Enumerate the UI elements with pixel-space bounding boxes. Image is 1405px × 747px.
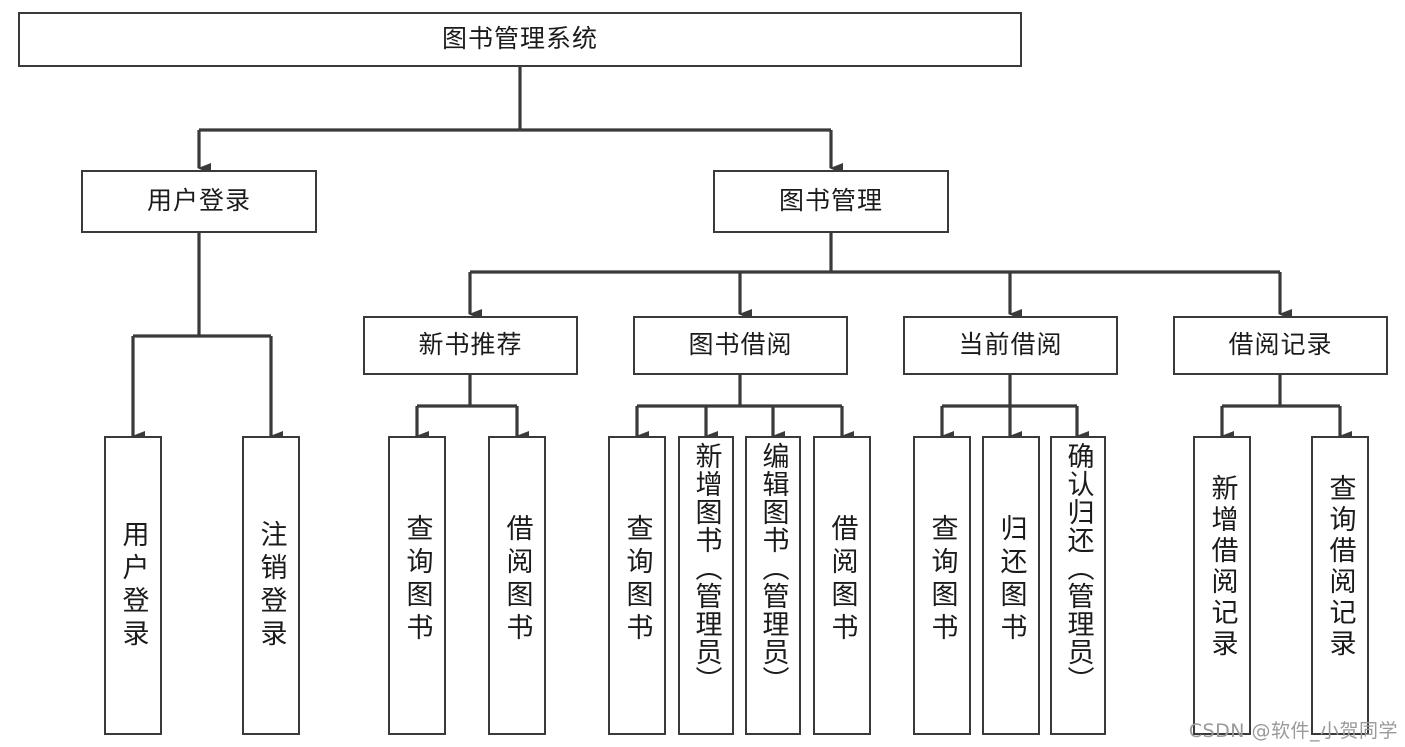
node-leaf-borrow-book-2-label: 借阅图书 [826, 514, 858, 646]
node-leaf-return-book-label: 归还图书 [995, 514, 1027, 646]
node-leaf-borrow-book-1[interactable]: 借阅图书 [488, 436, 546, 735]
node-book-borrow-label: 图书借阅 [688, 330, 793, 360]
node-new-book-rec-label: 新书推荐 [418, 330, 523, 360]
node-leaf-borrow-book-2[interactable]: 借阅图书 [813, 436, 871, 735]
node-borrow-record-label: 借阅记录 [1228, 330, 1333, 360]
node-book-borrow[interactable]: 图书借阅 [633, 316, 848, 375]
node-leaf-confirm-return-label: 确认归还（管理员） [1062, 442, 1094, 694]
node-leaf-user-login-label: 用户登录 [117, 519, 149, 652]
node-book-manage-label: 图书管理 [778, 186, 883, 216]
node-leaf-edit-book-label: 编辑图书（管理员） [757, 442, 789, 694]
node-leaf-add-record-label: 新增借阅记录 [1206, 474, 1238, 660]
node-leaf-edit-book[interactable]: 编辑图书（管理员） [745, 436, 801, 735]
node-leaf-confirm-return[interactable]: 确认归还（管理员） [1050, 436, 1106, 735]
node-user-login[interactable]: 用户登录 [81, 170, 317, 233]
node-leaf-add-book[interactable]: 新增图书（管理员） [678, 436, 734, 735]
node-user-login-label: 用户登录 [146, 186, 251, 216]
node-root-label: 图书管理系统 [441, 24, 598, 54]
csdn-watermark: CSDN @软件_小贺同学 [1188, 720, 1398, 742]
node-leaf-query-book-3[interactable]: 查询图书 [913, 436, 971, 735]
node-current-borrow[interactable]: 当前借阅 [903, 316, 1118, 375]
node-new-book-rec[interactable]: 新书推荐 [363, 316, 578, 375]
node-leaf-query-book-1[interactable]: 查询图书 [388, 436, 446, 735]
node-book-manage[interactable]: 图书管理 [713, 170, 949, 233]
node-leaf-borrow-book-1-label: 借阅图书 [501, 514, 533, 646]
node-leaf-query-record-label: 查询借阅记录 [1324, 474, 1356, 660]
node-leaf-user-login[interactable]: 用户登录 [104, 436, 162, 735]
node-leaf-add-book-label: 新增图书（管理员） [690, 442, 722, 694]
node-root[interactable]: 图书管理系统 [18, 12, 1022, 67]
node-leaf-add-record[interactable]: 新增借阅记录 [1193, 436, 1251, 735]
node-leaf-query-record[interactable]: 查询借阅记录 [1311, 436, 1369, 735]
node-leaf-query-book-2[interactable]: 查询图书 [608, 436, 666, 735]
node-leaf-return-book[interactable]: 归还图书 [982, 436, 1040, 735]
node-current-borrow-label: 当前借阅 [958, 330, 1063, 360]
node-leaf-query-book-2-label: 查询图书 [621, 514, 653, 646]
node-leaf-query-book-1-label: 查询图书 [401, 514, 433, 646]
node-leaf-query-book-3-label: 查询图书 [926, 514, 958, 646]
node-leaf-user-logout[interactable]: 注销登录 [242, 436, 300, 735]
node-borrow-record[interactable]: 借阅记录 [1173, 316, 1388, 375]
node-leaf-user-logout-label: 注销登录 [255, 519, 287, 652]
